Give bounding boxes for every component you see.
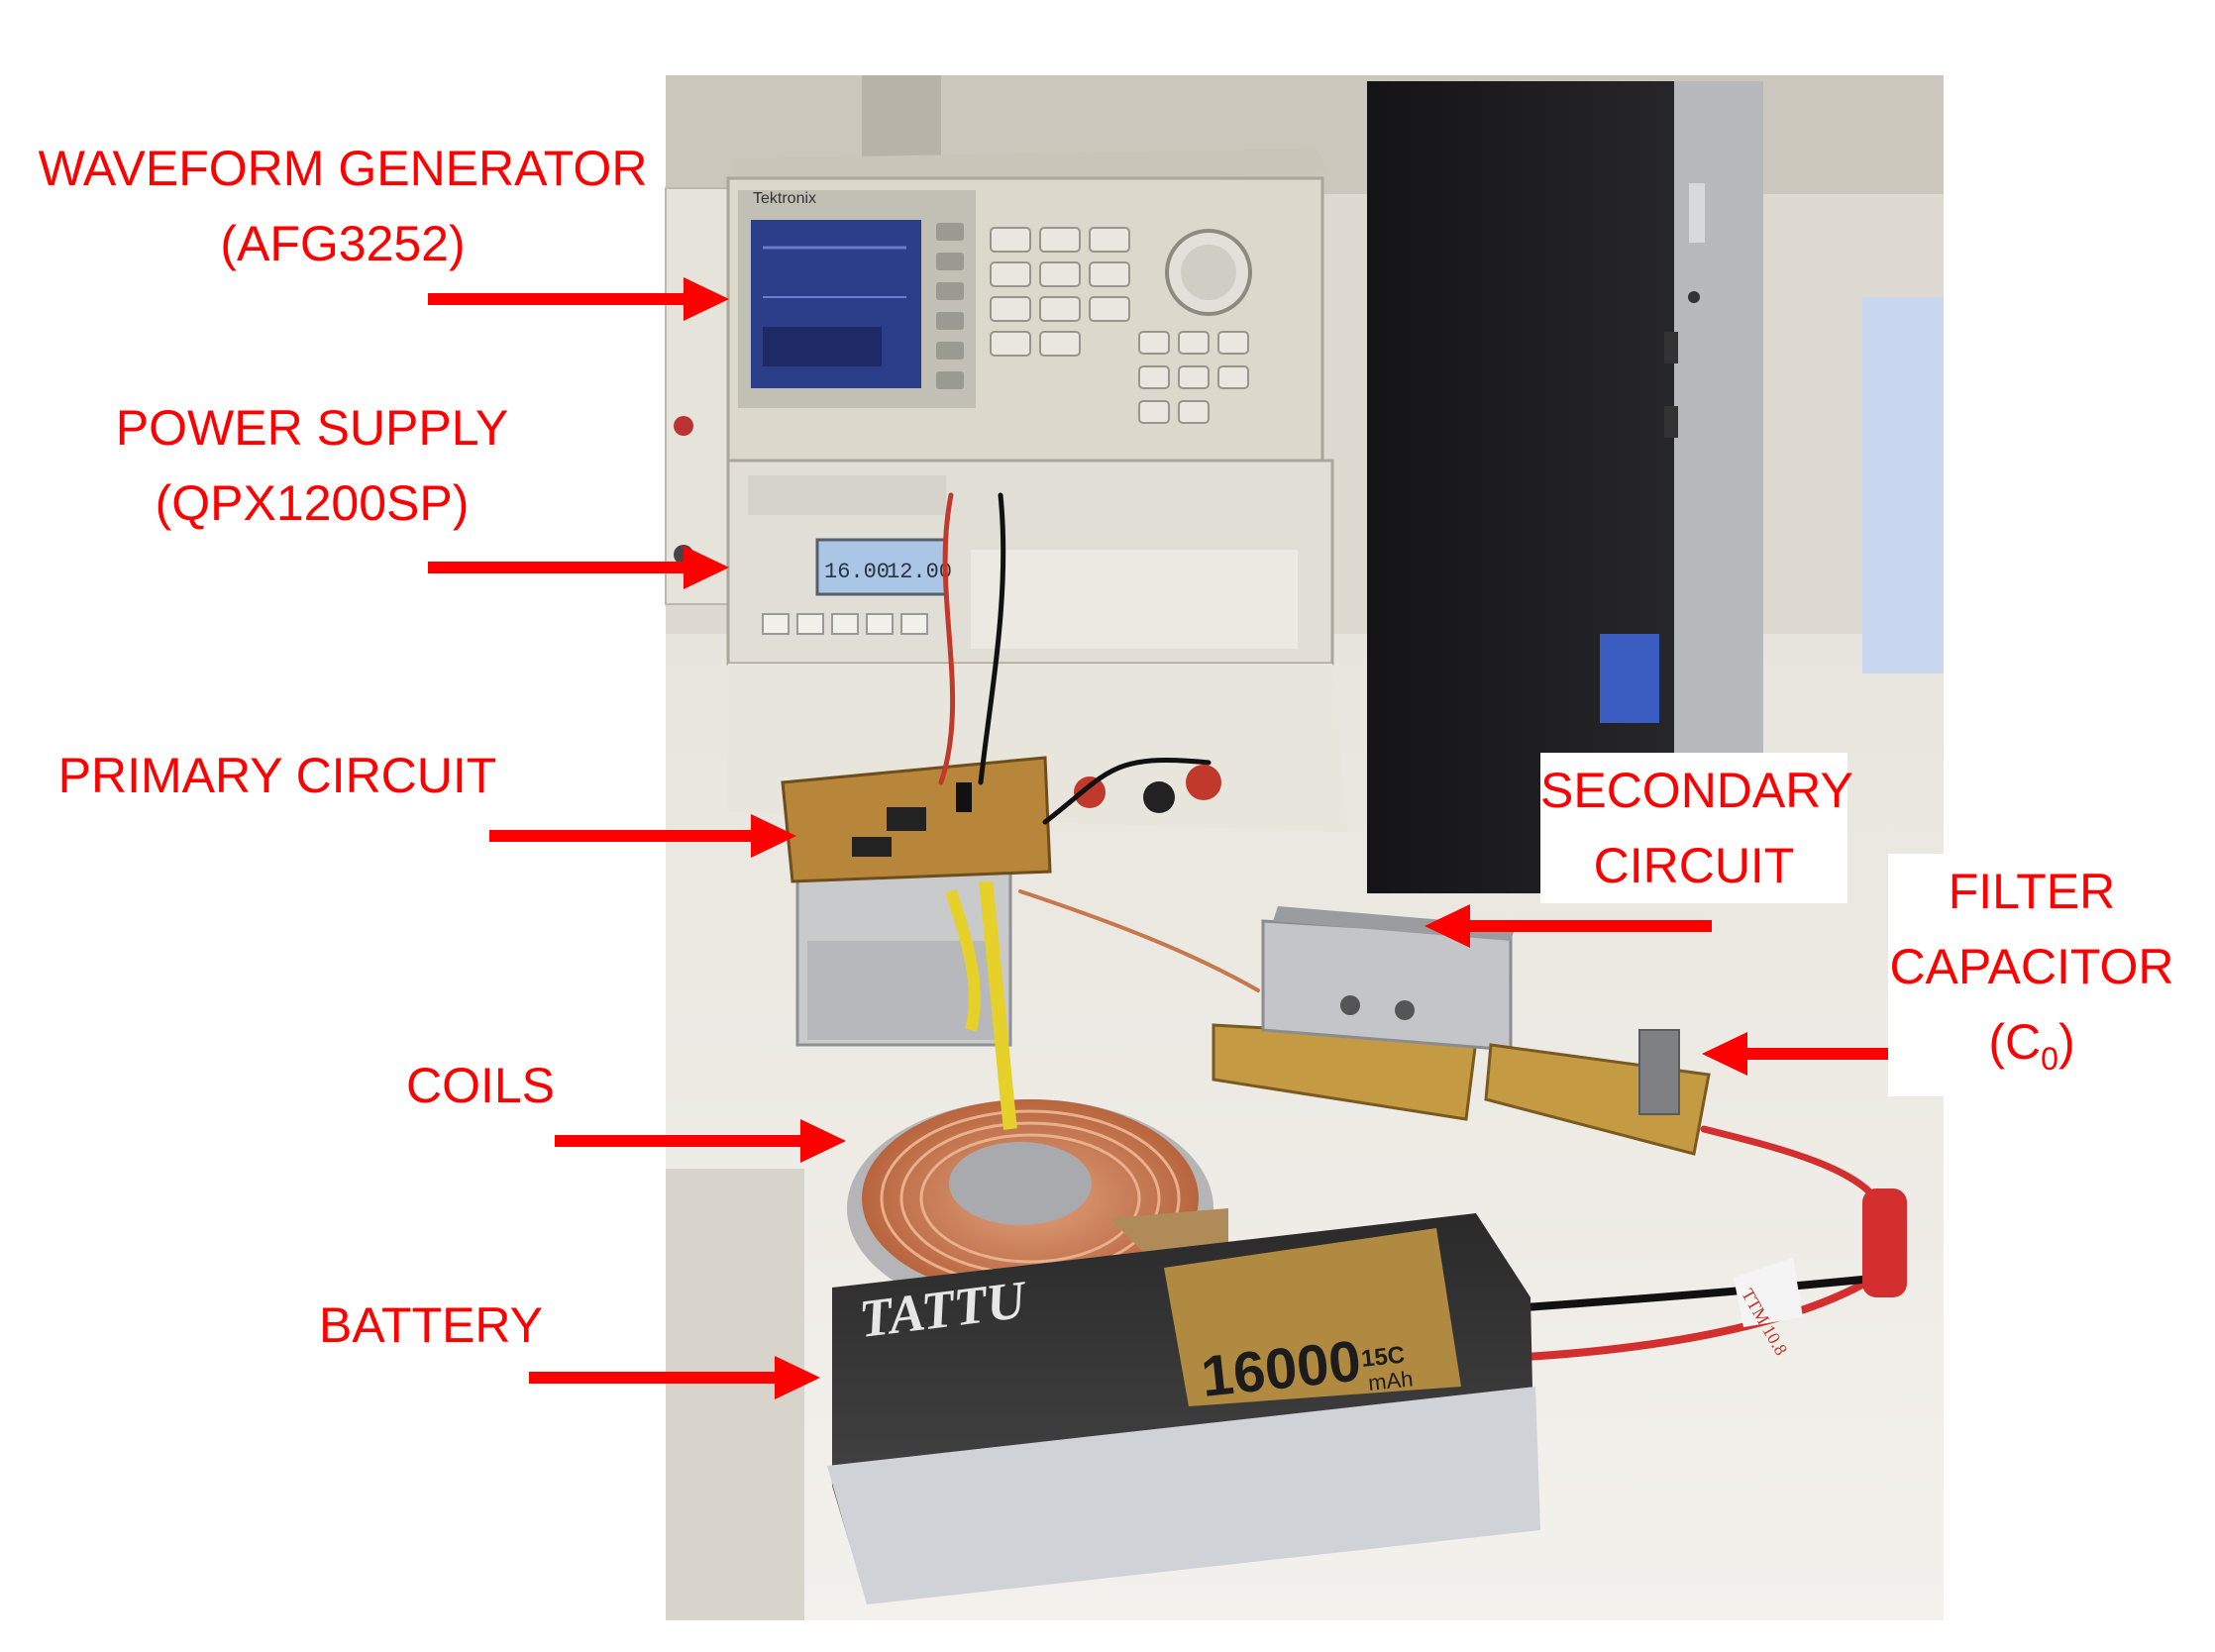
battery-unit-text: mAh — [1367, 1366, 1415, 1395]
label-coils-line1: COILS — [405, 1058, 556, 1113]
label-filter-capacitor-subscript: 0 — [2041, 1041, 2058, 1077]
primary-circuit-board — [781, 756, 1052, 1047]
label-filter-capacitor-line3: (C0) — [1888, 1004, 2175, 1096]
label-power-supply-line1: POWER SUPPLY — [115, 400, 509, 456]
waveform-generator-device: Tektronix — [726, 149, 1327, 530]
filter-capacitor-board — [1484, 1029, 1711, 1156]
label-filter-capacitor-line2: CAPACITOR — [1889, 939, 2174, 994]
filter-capacitor-component — [1638, 1029, 1680, 1115]
label-waveform-generator: WAVEFORM GENERATOR (AFG3252) — [36, 131, 650, 281]
label-power-supply-line2: (QPX1200SP) — [155, 475, 470, 531]
arrow-coils — [555, 1119, 846, 1163]
generator-brand-text: Tektronix — [753, 190, 816, 207]
label-battery-line1: BATTERY — [319, 1297, 543, 1353]
label-filter-capacitor-line1: FILTER — [1948, 864, 2116, 919]
label-coils: COILS — [396, 1048, 565, 1123]
coil-assembly — [847, 880, 1213, 1317]
arrow-filter-capacitor — [1702, 1032, 1896, 1076]
psu-display — [815, 538, 948, 596]
label-secondary-circuit-line1: SECONDARY — [1540, 763, 1853, 818]
label-filter-capacitor-line3-pre: (C — [1988, 1014, 2042, 1070]
battery-pack: TATTU 16000 15C mAh — [827, 1213, 1540, 1604]
arrow-primary-circuit — [489, 814, 796, 858]
label-power-supply: POWER SUPPLY (QPX1200SP) — [109, 390, 515, 541]
label-battery: BATTERY — [307, 1288, 555, 1363]
label-primary-circuit-line1: PRIMARY CIRCUIT — [57, 748, 497, 803]
battery-rate-text: 15C — [1360, 1342, 1407, 1373]
psu-display-left: 16.00 — [824, 560, 890, 584]
label-filter-capacitor-line3-post: ) — [2057, 1014, 2075, 1070]
label-secondary-circuit: SECONDARY CIRCUIT — [1540, 753, 1853, 903]
label-waveform-generator-line2: (AFG3252) — [220, 216, 466, 271]
label-secondary-circuit-line2: CIRCUIT — [1593, 838, 1795, 893]
arrow-battery — [529, 1356, 820, 1399]
arrow-secondary-circuit — [1424, 904, 1712, 948]
secondary-circuit-board — [1212, 906, 1516, 1121]
arrow-waveform-generator — [428, 277, 729, 321]
wires — [938, 492, 1907, 1361]
label-primary-circuit: PRIMARY CIRCUIT — [40, 738, 515, 813]
arrow-power-supply — [428, 546, 729, 589]
label-waveform-generator-line1: WAVEFORM GENERATOR — [38, 141, 648, 196]
psu-display-right: 12.00 — [887, 560, 952, 584]
label-filter-capacitor: FILTER CAPACITOR (C0) — [1888, 854, 2175, 1096]
